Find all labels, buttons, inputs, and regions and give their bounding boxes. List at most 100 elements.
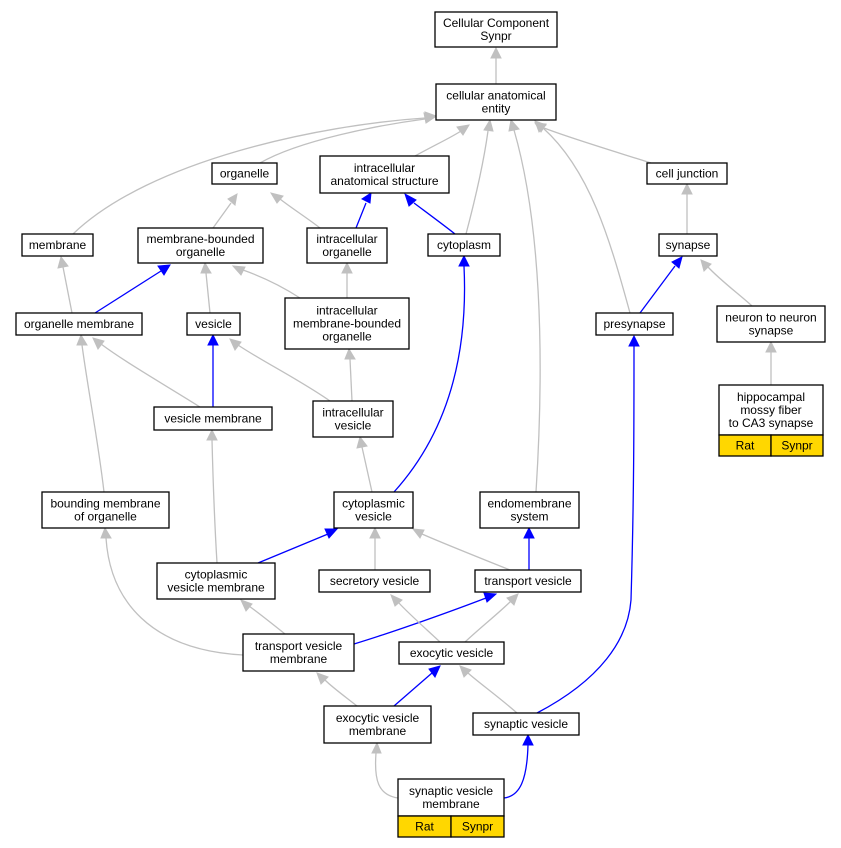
edge-ev-sv-is-a [390,594,441,643]
node-label-line: synapse [749,324,794,338]
edge-tvm-tv-part-of [353,592,498,645]
edge-n2n-syn-is-a [700,259,753,307]
edge-line [81,344,105,493]
node-cell-junction[interactable]: cell junction [646,162,728,185]
node-label-line: hippocampal [737,390,805,404]
node-label-line: membrane [270,652,328,666]
edge-ev-tv-is-a [464,593,519,643]
node-label-line: synaptic vesicle [484,717,568,731]
node-label-line: transport vesicle [484,574,572,588]
node-box [474,569,582,593]
edge-arrowhead [404,192,417,207]
edge-arrowhead [456,124,470,136]
edge-arrowhead [371,741,382,754]
node-box [186,312,241,336]
node-synapse[interactable]: synapse [658,233,718,257]
node-label-line: vesicle membrane [167,581,265,595]
edge-syn-cj-is-a [681,182,693,234]
edge-line [361,446,373,493]
node-cytoplasm[interactable]: cytoplasm [427,233,501,257]
edge-om-mbo-part-of [94,264,171,314]
annotation-cell-box [450,815,505,838]
node-box [479,491,580,529]
node-ev[interactable]: exocytic vesicle [398,641,505,665]
node-om[interactable]: organelle membrane [15,312,143,336]
node-box [306,227,388,264]
edge-line [707,266,753,307]
edge-arrowhead [765,340,777,353]
edge-line [421,533,511,571]
node-label-line: organelle [176,245,226,259]
annotation-cell-synpr[interactable]: Synpr [770,434,824,457]
edge-arrowhead [229,338,242,351]
node-vesicle[interactable]: vesicle [186,312,241,336]
node-label-line: bounding membrane [50,497,160,511]
node-presynapse[interactable]: presynapse [595,312,674,336]
edge-line [543,127,652,164]
edge-line [237,344,331,402]
node-label-line: cytoplasm [437,238,491,252]
edge-io-org-is-a [269,192,321,229]
edge-arrowhead [157,264,171,276]
edge-line [393,265,466,493]
node-box [397,778,505,817]
edge-line [259,118,426,164]
annotation-cell-rat[interactable]: Rat [718,434,772,457]
edge-cyto-ias-part-of [404,192,456,235]
edge-line [393,672,433,707]
edge-tv-ems-part-of [523,526,535,570]
annotation-cell-rat[interactable]: Rat [397,815,452,838]
edge-cvm-cv-part-of [257,528,339,564]
node-membrane[interactable]: membrane [21,233,94,257]
edge-cae-cc-is-a [490,46,502,84]
node-label-line: organelle membrane [24,317,134,331]
edge-arrowhead [534,120,547,133]
edge-line [100,343,201,408]
edge-arrowhead [206,428,218,441]
node-box [15,312,143,336]
node-synv[interactable]: synaptic vesicle [472,712,580,736]
edge-arrowhead [508,118,520,132]
node-box [211,162,278,185]
edge-line [355,202,367,229]
annotation-cell-synpr[interactable]: Synpr [450,815,505,838]
node-box [595,312,674,336]
node-box [156,562,276,600]
node-tv[interactable]: transport vesicle [474,569,582,593]
edge-vm-ves-part-of [207,333,219,407]
edge-arrowhead [681,182,693,195]
edge-arrowhead [341,261,353,274]
edge-ems-cae-is-a [508,118,541,493]
node-vm[interactable]: vesicle membrane [153,406,273,431]
edge-io-ias-part-of [355,191,372,229]
edge-arrowhead [316,672,329,685]
edge-pre-cae-is-a [534,120,631,314]
edge-line [248,605,286,635]
node-label-line: membrane-bounded [146,232,254,246]
edge-imbo-io-is-a [341,261,353,298]
edge-arrowhead [356,435,368,449]
node-sv[interactable]: secretory vesicle [318,569,431,593]
annotation-cell-box [770,434,824,457]
node-label-line: endomembrane [487,497,571,511]
edge-imbo-mbo-is-a [231,265,301,299]
edge-vm-om-is-a [92,337,201,408]
node-box [323,705,432,744]
node-organelle[interactable]: organelle [211,162,278,185]
